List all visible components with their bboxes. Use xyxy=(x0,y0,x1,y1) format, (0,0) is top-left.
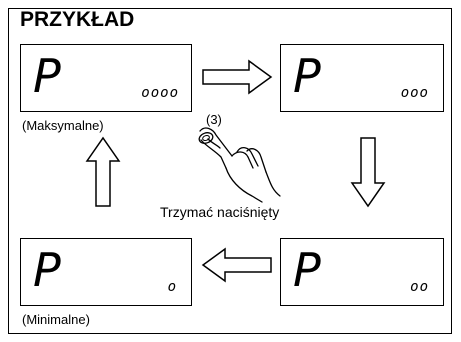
label-minimum: (Minimalne) xyxy=(22,312,90,327)
pressing-hand-icon xyxy=(199,127,281,203)
display-step-1: P oo xyxy=(280,238,444,306)
display-maximum: P oooo xyxy=(20,44,192,112)
display-step-2: P ooo xyxy=(280,44,444,112)
arrow-left-icon xyxy=(201,247,272,283)
display-symbol: P xyxy=(33,243,61,297)
arrow-up-icon xyxy=(85,136,121,207)
display-digits: oooo xyxy=(141,85,179,101)
display-symbol: P xyxy=(293,243,321,297)
arrow-down-icon xyxy=(350,137,386,208)
display-digits: o xyxy=(167,279,177,295)
arrow-right-icon xyxy=(202,59,273,95)
button-icon xyxy=(198,132,214,144)
display-digits: ooo xyxy=(400,85,429,101)
label-hold-pressed: Trzymać naciśnięty xyxy=(160,204,280,220)
display-symbol: P xyxy=(33,49,61,103)
label-maximum: (Maksymalne) xyxy=(22,118,104,133)
display-symbol: P xyxy=(293,49,321,103)
diagram-title: PRZYKŁAD xyxy=(20,8,135,31)
label-step-number: (3) xyxy=(206,112,222,127)
display-digits: oo xyxy=(410,279,429,295)
display-minimum: P o xyxy=(20,238,192,306)
